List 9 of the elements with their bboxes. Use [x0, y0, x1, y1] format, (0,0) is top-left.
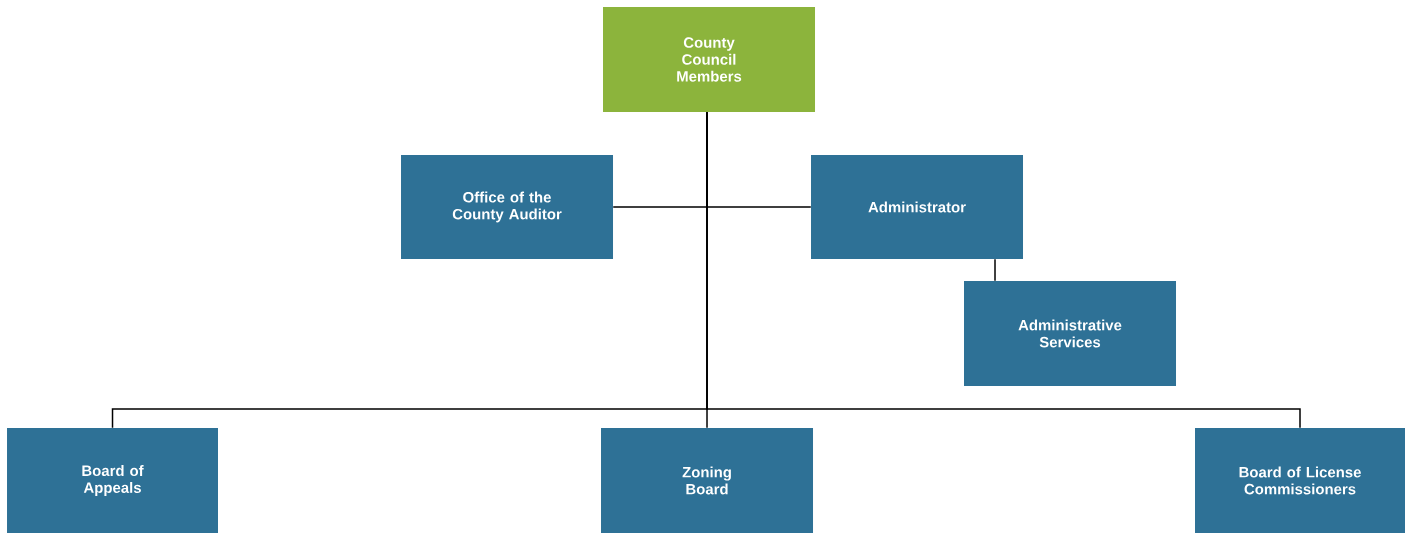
connector-line — [706, 111, 1301, 429]
connector-line — [994, 258, 996, 282]
org-box: Administrator — [811, 155, 1023, 259]
org-box: Board of License Commissioners — [1195, 428, 1405, 533]
org-box: Administrative Services — [964, 281, 1176, 386]
org-box: Board of Appeals — [7, 428, 218, 533]
org-box: County Council Members — [603, 7, 815, 112]
org-box: Zoning Board — [601, 428, 813, 533]
org-box: Office of the County Auditor — [401, 155, 613, 259]
